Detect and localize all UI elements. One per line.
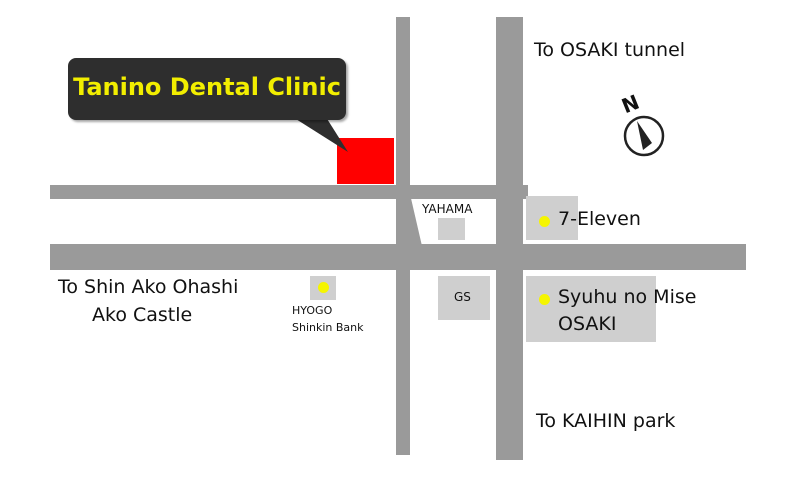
callout-pointer <box>288 114 348 152</box>
gs-building <box>438 276 490 320</box>
syuhu-label-line2: OSAKI <box>558 313 617 335</box>
north-compass-icon <box>623 115 665 157</box>
seven-eleven-building <box>526 196 578 240</box>
road-upper-horizontal <box>50 185 528 199</box>
road-main-vertical <box>496 17 523 460</box>
destination-north: To OSAKI tunnel <box>534 39 686 61</box>
road-diagonal-connector <box>396 194 422 246</box>
clinic-marker <box>337 138 394 184</box>
syuhu-label-line1: Syuhu no Mise <box>558 286 697 308</box>
seven-eleven-label: 7-Eleven <box>558 208 641 230</box>
syuhu-dot <box>539 294 550 305</box>
destination-south: To KAIHIN park <box>536 410 676 432</box>
hyogo-dot <box>318 282 329 293</box>
clinic-name: Tanino Dental Clinic <box>73 73 341 101</box>
hyogo-label-line1: HYOGO <box>292 304 333 317</box>
gs-label: GS <box>454 290 471 304</box>
yahama-label: YAHAMA <box>422 202 473 216</box>
destination-west-line2: Ako Castle <box>92 304 193 326</box>
seven-eleven-dot <box>539 216 550 227</box>
hyogo-label-line2: Shinkin Bank <box>292 321 364 334</box>
destination-west-line1: To Shin Ako Ohashi <box>58 276 239 298</box>
clinic-callout: Tanino Dental Clinic <box>68 58 346 120</box>
yahama-building <box>438 218 465 240</box>
road-narrow-vertical <box>396 17 410 455</box>
syuhu-no-mise-building <box>526 276 656 342</box>
